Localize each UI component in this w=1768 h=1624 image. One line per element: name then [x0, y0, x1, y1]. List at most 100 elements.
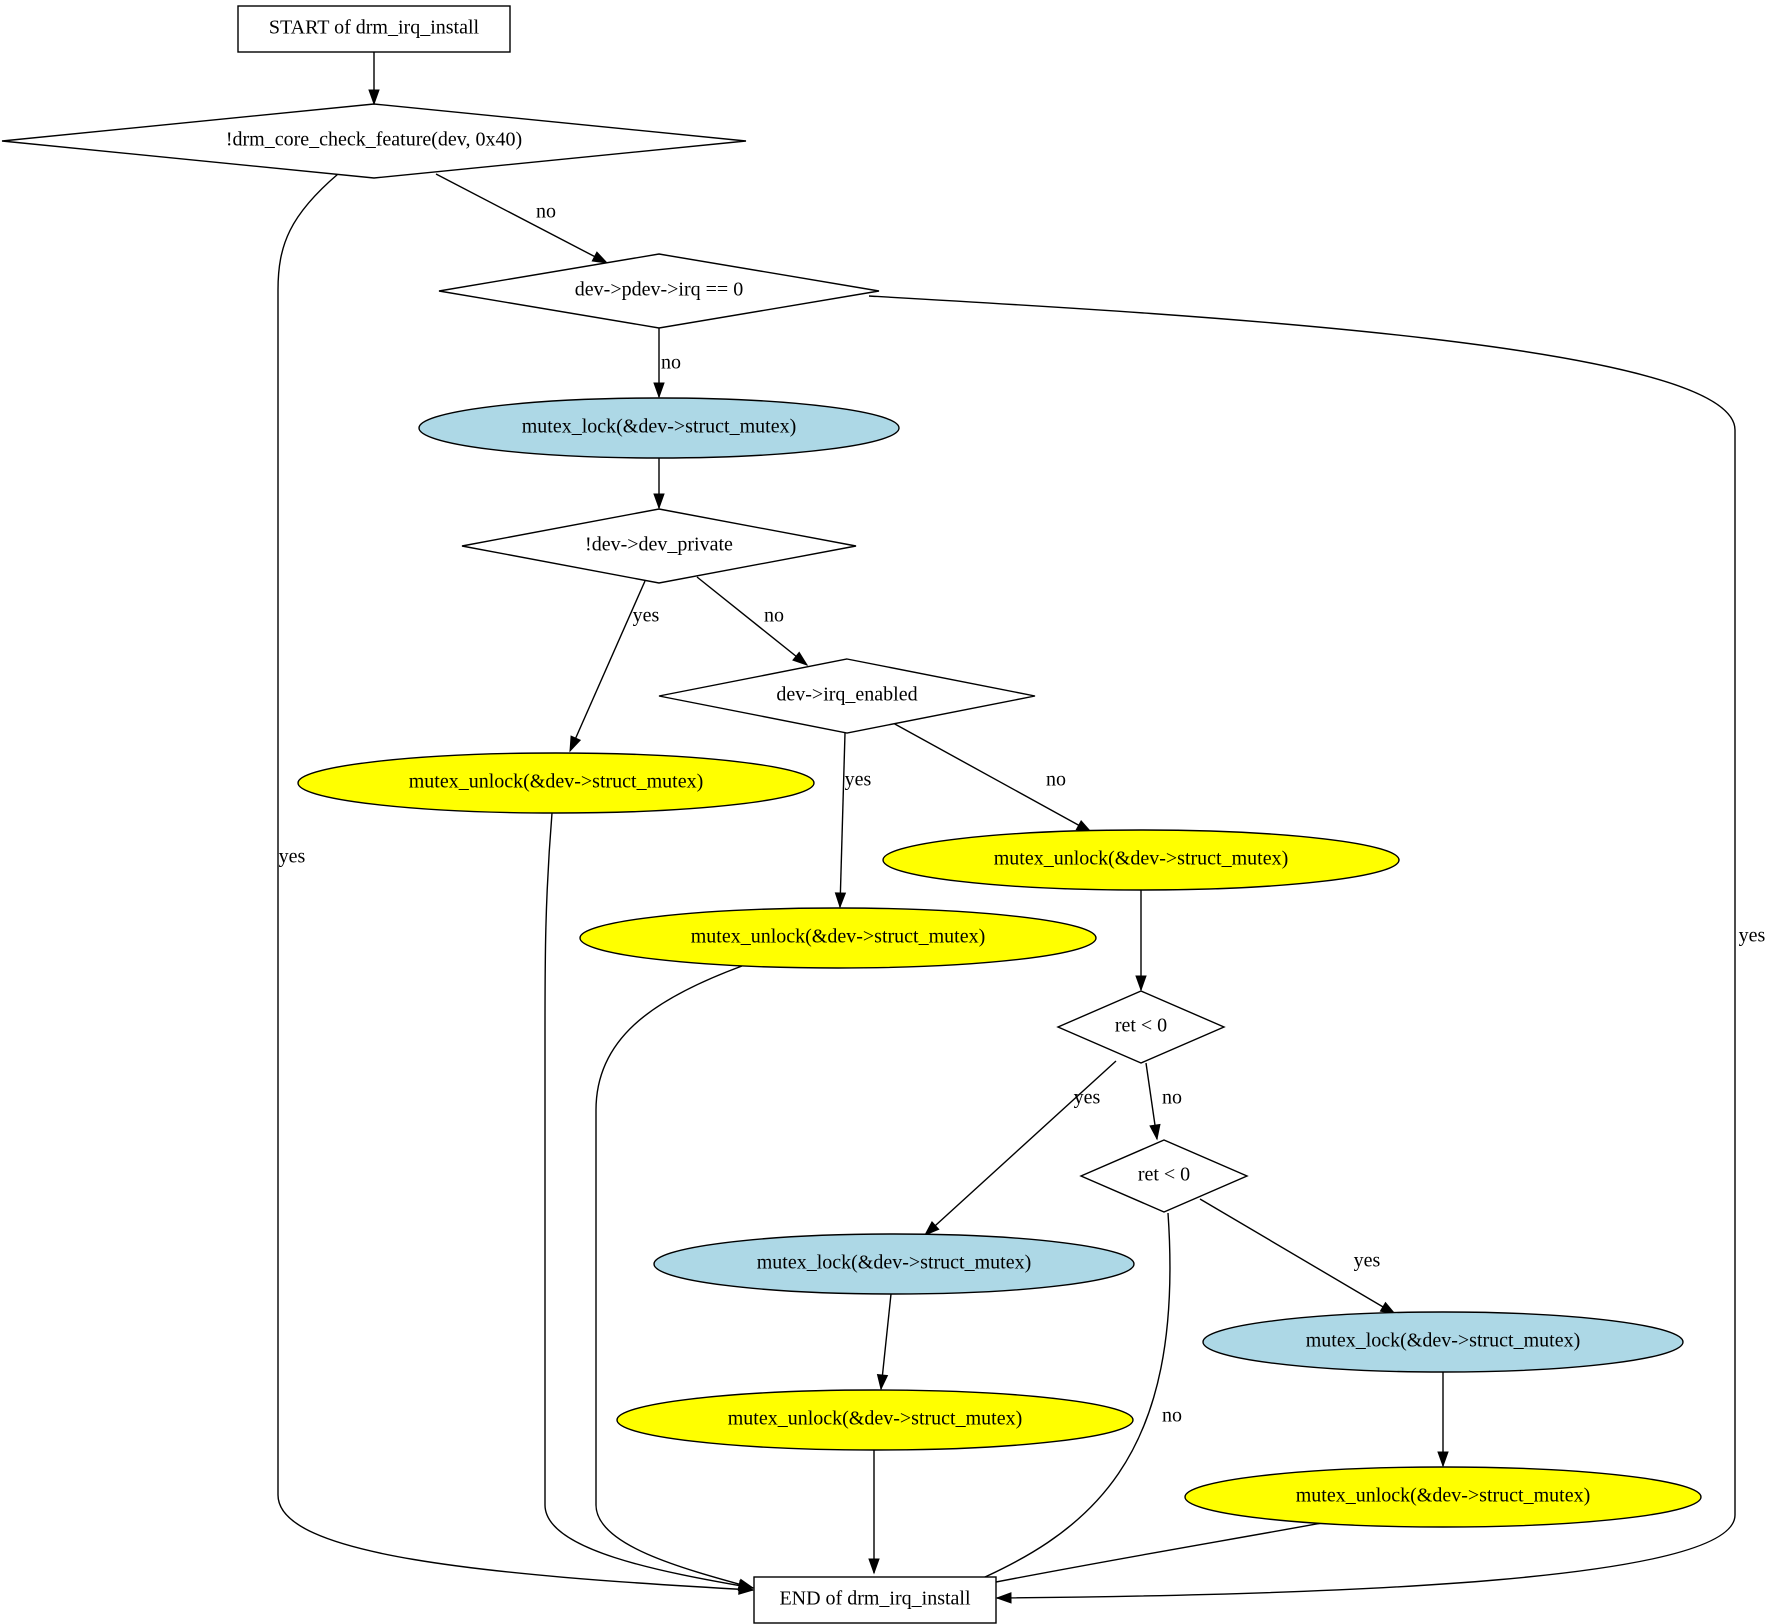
node-label: mutex_unlock(&dev->struct_mutex): [409, 771, 704, 793]
ellipse-shape: [882, 829, 1400, 891]
arrowhead: [868, 1558, 880, 1575]
node-start: START of drm_irq_install: [237, 5, 511, 53]
ellipse-shape: [297, 752, 815, 814]
node-end: END of drm_irq_install: [753, 1576, 997, 1624]
edge-label-yes: yes: [279, 846, 306, 868]
ellipse-shape: [1202, 1311, 1684, 1373]
edge-lock2-to-unlock4: [876, 1293, 892, 1391]
arrowhead: [995, 1592, 1012, 1604]
edge-lock3-to-unlock5: [1437, 1372, 1449, 1468]
node-lock3: mutex_lock(&dev->struct_mutex): [1202, 1311, 1684, 1373]
edge-line: [544, 812, 754, 1589]
node-d4: dev->irq_enabled: [658, 658, 1036, 734]
node-label: mutex_unlock(&dev->struct_mutex): [691, 926, 986, 948]
edge-d5-to-lock2: yes: [923, 1060, 1117, 1237]
edge-line: [696, 576, 808, 666]
edges-layer: no yes no yes yes no yes no yes no yes no: [277, 52, 1766, 1604]
edge-line: [924, 1060, 1117, 1236]
box-shape: [237, 5, 511, 53]
node-label: START of drm_irq_install: [269, 17, 480, 39]
edge-unlock4-to-end: [868, 1450, 880, 1575]
arrowhead: [737, 1578, 755, 1590]
arrowhead: [368, 89, 380, 106]
edge-line: [954, 1522, 1323, 1591]
edge-label-yes: yes: [1739, 925, 1766, 947]
ellipse-shape: [1184, 1466, 1702, 1528]
edge-d2-to-end: yes: [868, 295, 1766, 1604]
edge-lock1-to-d3: [653, 458, 665, 510]
node-label: END of drm_irq_install: [779, 1588, 971, 1610]
edge-d2-to-lock1: no: [653, 328, 681, 399]
node-unlock2: mutex_unlock(&dev->struct_mutex): [882, 829, 1400, 891]
node-label: !dev->dev_private: [585, 534, 733, 556]
node-unlock1: mutex_unlock(&dev->struct_mutex): [297, 752, 815, 814]
diamond-shape: [1079, 1139, 1249, 1213]
node-label: mutex_lock(&dev->struct_mutex): [757, 1252, 1032, 1274]
edge-d6-to-lock3: yes: [1199, 1198, 1397, 1315]
node-label: ret < 0: [1115, 1015, 1167, 1037]
node-d5: ret < 0: [1056, 990, 1226, 1064]
arrowhead: [1437, 1451, 1449, 1468]
node-label: mutex_unlock(&dev->struct_mutex): [1296, 1485, 1591, 1507]
arrowhead: [569, 735, 582, 753]
node-unlock5: mutex_unlock(&dev->struct_mutex): [1184, 1466, 1702, 1528]
edge-d5-to-d6: no: [1145, 1062, 1182, 1141]
edge-unlock5-to-end: [953, 1522, 1323, 1593]
box-shape: [753, 1576, 997, 1624]
edge-d1-to-end: yes: [277, 173, 755, 1595]
edge-label-yes: yes: [1354, 1250, 1381, 1272]
arrowhead: [591, 251, 609, 264]
node-label: mutex_unlock(&dev->struct_mutex): [994, 848, 1289, 870]
diamond-shape: [658, 658, 1036, 734]
edge-label-no: no: [1162, 1405, 1182, 1427]
arrowhead: [792, 651, 809, 666]
edge-line: [892, 722, 1092, 833]
node-d6: ret < 0: [1079, 1139, 1249, 1213]
edge-line: [569, 580, 646, 752]
edge-label-yes: yes: [1074, 1087, 1101, 1109]
edge-unlock2-to-d5: [1135, 890, 1147, 992]
edge-line: [868, 295, 1736, 1599]
arrowhead: [653, 382, 665, 399]
edge-line: [1199, 1198, 1396, 1315]
edge-line: [839, 732, 846, 908]
edge-label-no: no: [536, 201, 556, 223]
ellipse-shape: [418, 397, 900, 459]
edge-label-yes: yes: [845, 769, 872, 791]
edge-line: [277, 173, 754, 1591]
edge-d4-to-unlock3: yes: [834, 732, 872, 909]
ellipse-shape: [616, 1389, 1134, 1451]
diamond-shape: [1, 103, 747, 179]
node-unlock3: mutex_unlock(&dev->struct_mutex): [579, 907, 1097, 969]
node-label: mutex_lock(&dev->struct_mutex): [522, 416, 797, 438]
nodes-layer: START of drm_irq_install !drm_core_check_…: [1, 5, 1702, 1624]
node-unlock4: mutex_unlock(&dev->struct_mutex): [616, 1389, 1134, 1451]
diamond-shape: [461, 508, 857, 584]
edge-d3-to-d4: no: [696, 576, 809, 666]
edge-label-no: no: [1162, 1087, 1182, 1109]
edge-label-yes: yes: [633, 605, 660, 627]
diamond-shape: [1056, 990, 1226, 1064]
edge-line: [954, 1212, 1171, 1591]
edge-unlock3-to-end: [595, 965, 755, 1590]
node-d2: dev->pdev->irq == 0: [438, 253, 880, 329]
edge-label-no: no: [764, 605, 784, 627]
node-label: !drm_core_check_feature(dev, 0x40): [226, 129, 522, 151]
node-lock1: mutex_lock(&dev->struct_mutex): [418, 397, 900, 459]
ellipse-shape: [579, 907, 1097, 969]
node-d3: !dev->dev_private: [461, 508, 857, 584]
node-lock2: mutex_lock(&dev->struct_mutex): [653, 1233, 1135, 1295]
edge-label-no: no: [661, 352, 681, 374]
edge-label-no: no: [1046, 769, 1066, 791]
edge-d1-to-d2: no: [435, 173, 609, 264]
ellipse-shape: [653, 1233, 1135, 1295]
edge-line: [880, 1293, 892, 1390]
arrowhead: [876, 1373, 889, 1391]
arrowhead: [834, 892, 847, 909]
edge-line: [595, 965, 754, 1589]
node-label: mutex_lock(&dev->struct_mutex): [1306, 1330, 1581, 1352]
node-label: ret < 0: [1138, 1164, 1190, 1186]
arrowhead: [923, 1221, 940, 1237]
node-label: dev->irq_enabled: [776, 684, 917, 706]
